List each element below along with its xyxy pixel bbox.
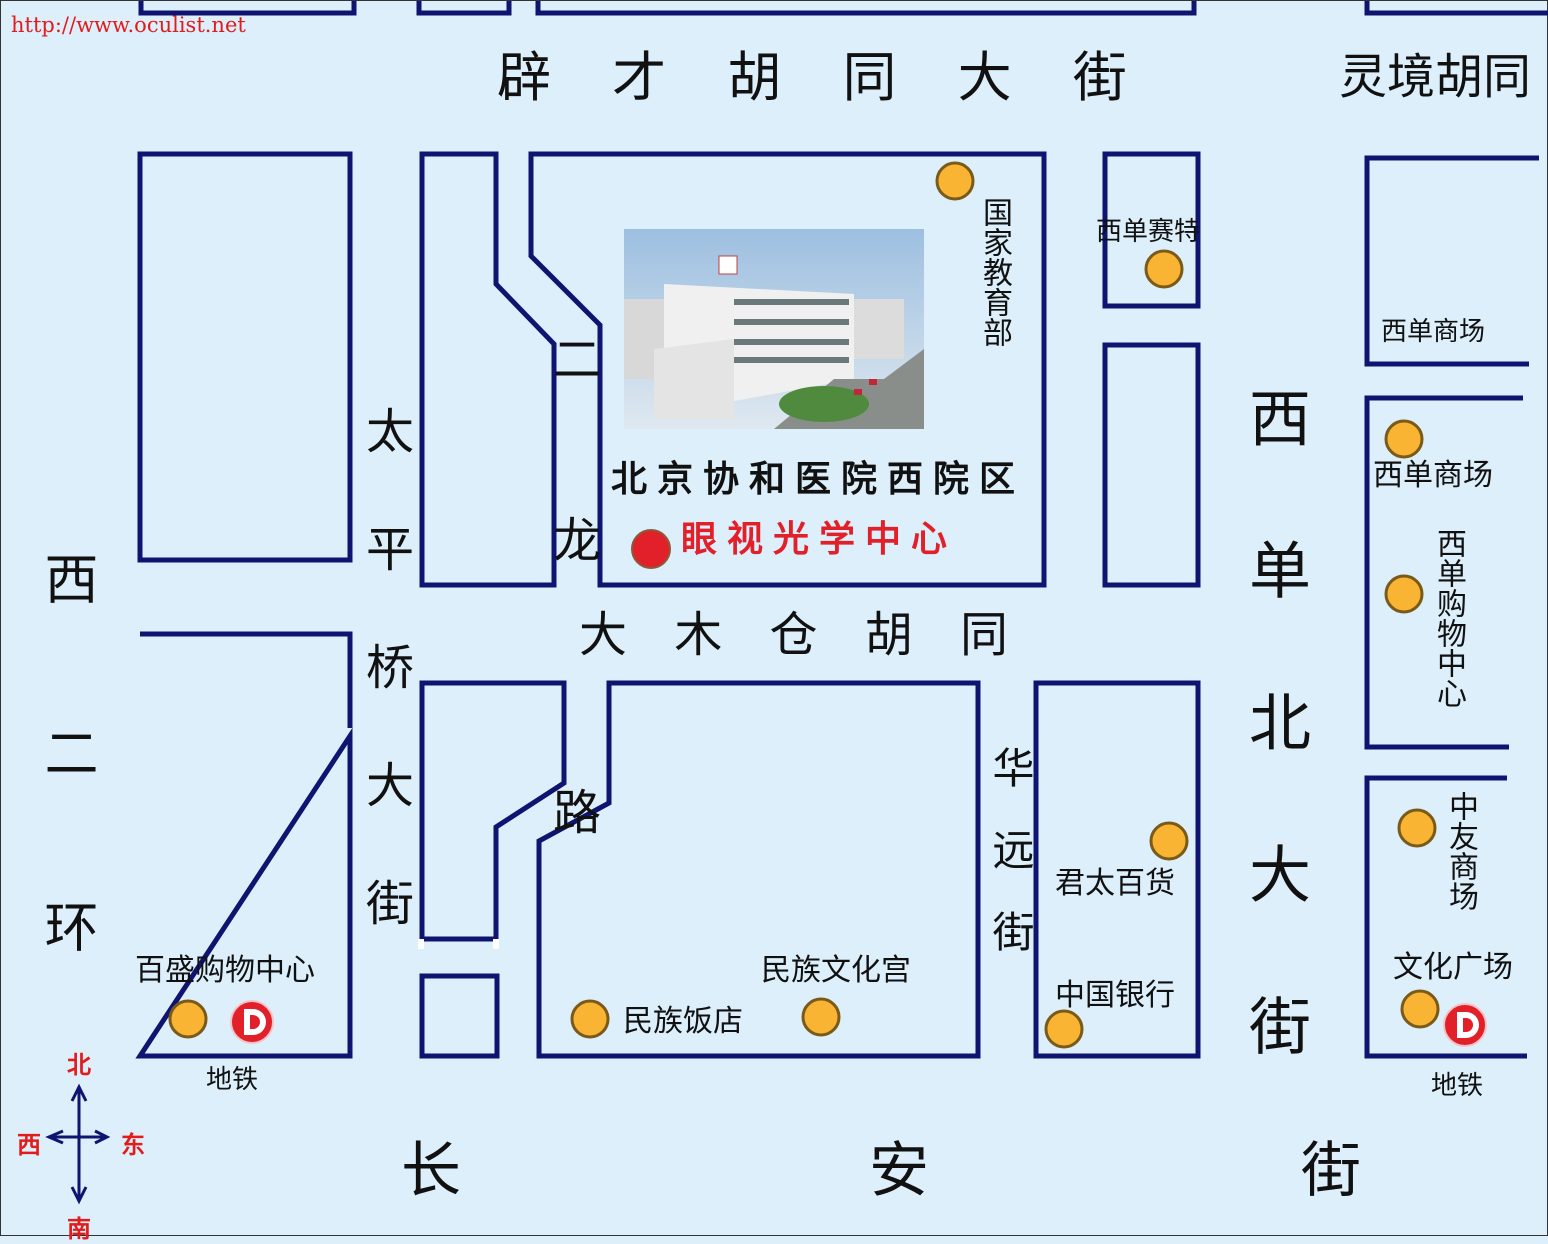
block-hospital [528, 151, 1047, 588]
street-label-erlong-2: 龙 [553, 513, 602, 569]
block-xidan-shopping [1364, 395, 1523, 750]
watermark-url[interactable]: http://www.oculist.net [11, 13, 246, 37]
block-taiping-mid [419, 680, 567, 942]
block-xidan-mall [1364, 155, 1539, 367]
subway-icon-east [1443, 1003, 1487, 1047]
street-label-erlong-3: 路 [553, 785, 602, 841]
poi-dot-juntai [1149, 821, 1189, 861]
street-label-damucang: 大 木 仓 胡 同 [579, 607, 1025, 663]
street-label-huayuan: 华远街 [986, 746, 1035, 992]
block-top-4 [1364, 1, 1548, 16]
poi-dot-xidan-shopping [1384, 574, 1424, 614]
hospital-name[interactable]: 北京协和医院西院区 [611, 458, 1026, 500]
street-label-changan-3: 街 [1301, 1136, 1361, 1206]
poi-dot-saite [1144, 249, 1184, 289]
eye-center-name[interactable]: 眼视光学中心 [681, 518, 958, 560]
poi-label-xidan-saite[interactable]: 西单赛特 [1096, 217, 1201, 247]
poi-label-juntai[interactable]: 君太百货 [1055, 866, 1175, 901]
poi-label-xidan-mall-1[interactable]: 西单商场 [1381, 317, 1486, 347]
compass-east: 东 [121, 1130, 145, 1159]
poi-label-bank-of-china[interactable]: 中国银行 [1055, 978, 1175, 1013]
subway-label-east: 地铁 [1431, 1071, 1484, 1101]
poi-dot-xidan-mall [1384, 419, 1424, 459]
street-label-taipingqiao: 太平桥大街 [357, 406, 413, 996]
street-label-picai: 辟 才 胡 同 大 街 [497, 46, 1149, 109]
block-saite [1102, 151, 1201, 309]
street-label-lingjing: 灵境胡同 [1339, 49, 1532, 105]
block-taiping-lower [419, 973, 500, 1059]
poi-dot-baisheng [168, 999, 208, 1039]
block-top-1 [138, 1, 357, 16]
poi-dot-education [935, 161, 975, 201]
block-top-3 [535, 1, 1197, 16]
block-juntai [1033, 680, 1201, 1059]
block-east-mid [1102, 342, 1201, 588]
poi-dot-boc [1044, 1009, 1084, 1049]
street-label-west-2nd-ring: 西二环 [35, 551, 98, 1073]
block-zhongyou [1364, 775, 1527, 1059]
poi-dot-culture-square [1400, 989, 1440, 1029]
poi-dot-minzu-hotel [570, 999, 610, 1039]
poi-dot-zhongyou [1397, 808, 1437, 848]
poi-markers [168, 161, 1440, 1049]
poi-label-culture-palace[interactable]: 民族文化宫 [761, 953, 911, 988]
block-top-2 [416, 1, 512, 16]
subway-label-west: 地铁 [206, 1065, 259, 1095]
block-west-lower [135, 631, 353, 1059]
poi-label-minzu-hotel[interactable]: 民族饭店 [623, 1004, 743, 1039]
destination-marker [631, 529, 671, 569]
compass-west: 西 [17, 1130, 41, 1159]
street-label-xidan-north: 西单北大街 [1238, 386, 1311, 1146]
block-minzu [536, 680, 981, 1059]
poi-label-xidan-shopping-center[interactable]: 西单购物中心 [1431, 528, 1466, 708]
block-west-upper [137, 151, 353, 563]
hospital-photo [624, 229, 924, 429]
subway-icon-west [230, 1000, 274, 1044]
street-label-changan-1: 长 [401, 1136, 461, 1206]
compass-arrows [45, 1083, 111, 1205]
street-label-erlong-1: 二 [553, 332, 602, 388]
poi-label-culture-square[interactable]: 文化广场 [1393, 950, 1513, 985]
poi-label-education-ministry[interactable]: 国家教育部 [977, 197, 1012, 347]
poi-label-zhongyou[interactable]: 中友商场 [1443, 791, 1478, 911]
block-taiping-upper [419, 151, 557, 588]
street-label-changan-2: 安 [869, 1136, 929, 1206]
poi-label-baisheng[interactable]: 百盛购物中心 [135, 953, 315, 988]
compass-north: 北 [67, 1050, 91, 1079]
poi-dot-culture-palace [801, 997, 841, 1037]
poi-label-xidan-mall-2[interactable]: 西单商场 [1373, 458, 1493, 493]
compass-south: 南 [67, 1214, 91, 1243]
